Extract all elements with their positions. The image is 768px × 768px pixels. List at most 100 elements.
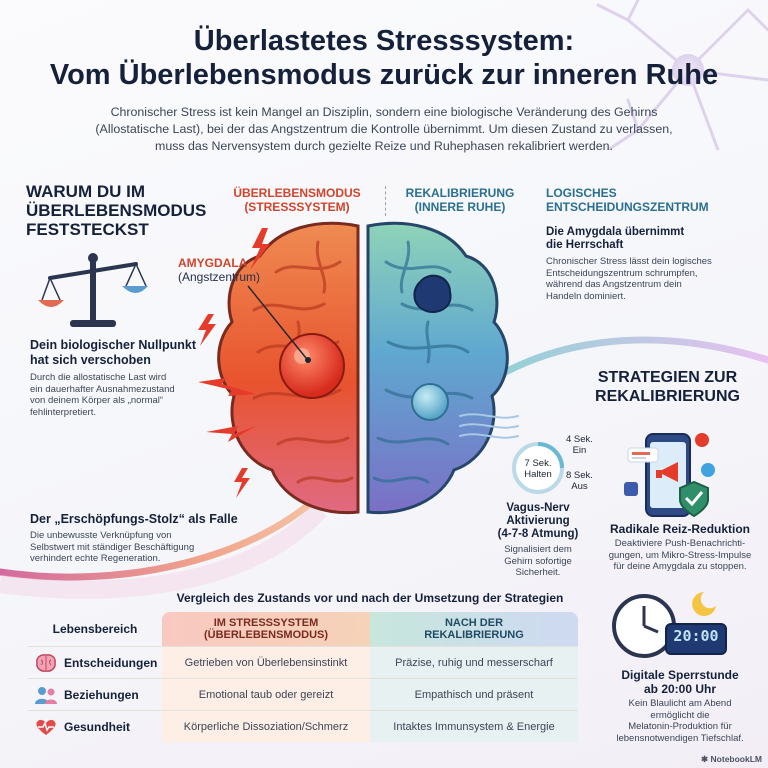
inhale-line: Ein	[572, 445, 587, 456]
point-title: Der „Erschöpfungs-Stolz“ als Falle	[30, 512, 238, 526]
breathing-ring-icon	[512, 442, 564, 494]
title-line: Vom Überlebensmodus zurück zur inneren R…	[49, 59, 719, 91]
stress-mode-label: ÜBERLEBENSMODUS (STRESSSYSTEM)	[232, 186, 362, 214]
column-header-area: Lebensbereich	[52, 622, 138, 636]
label-line: ENTSCHEIDUNGSZENTRUM	[546, 200, 709, 214]
text-line: Selbstwert mit ständiger Beschäftigung	[30, 541, 195, 553]
title-line: ab 20:00 Uhr	[643, 682, 717, 696]
hold-line: 7 Sek.	[524, 458, 552, 469]
table-row: Beziehungen Emotional taub oder gereizt …	[28, 678, 578, 710]
left-section-heading: WARUM DU IM ÜBERLEBENSMODUS FESTSTECKST	[26, 182, 226, 239]
text-line: Chronischer Stress lässt dein logisches	[546, 256, 712, 267]
text-line: Kein Blaulicht am Abend	[628, 698, 732, 709]
label-line: ÜBERLEBENSMODUS	[233, 186, 361, 200]
text-line: ermöglicht die	[650, 709, 710, 721]
exhale-line: Aus	[571, 481, 588, 492]
title-line: die Herrschaft	[546, 239, 624, 251]
text-line: von deinem Körper als „normal“	[30, 395, 164, 406]
after-cell: Empathisch und präsent	[370, 679, 578, 710]
brain-illustration	[198, 221, 519, 515]
after-cell: Präzise, ruhig und messerscharf	[370, 647, 578, 678]
header-line: (ÜBERLEBENSMODUS)	[203, 629, 329, 641]
heart-pulse-icon	[36, 719, 56, 735]
recalibration-label: REKALIBRIERUNG (INNERE RUHE)	[395, 186, 525, 214]
stress-cell: Getrieben von Überlebensinstinkt	[162, 647, 370, 678]
intro-line: Chronischer Stress ist kein Mangel an Di…	[110, 105, 658, 119]
logic-title: Die Amygdala übernimmt die Herrschaft	[546, 226, 746, 252]
table-header-row: Lebensbereich IM STRESSSYSTEM (ÜBERLEBEN…	[28, 612, 578, 646]
curfew-illustration: 20:00	[612, 588, 734, 660]
text-line: gungen, um Mikro-Stress-Impulse	[608, 549, 752, 561]
vagus-title: Vagus-Nerv Aktivierung (4-7-8 Atmung)	[482, 502, 594, 541]
text-line: ein dauerhafter Ausnahmezustand	[30, 383, 175, 395]
page-title: Überlastetes Stresssystem: Vom Überleben…	[40, 24, 728, 92]
heading-line: WARUM DU IM	[26, 182, 145, 201]
point-erschoepfung: Der „Erschöpfungs-Stolz“ als Falle Die u…	[30, 512, 250, 565]
strategies-heading: STRATEGIEN ZUR REKALIBRIERUNG	[580, 368, 755, 406]
header-line: NACH DER	[444, 617, 504, 629]
stress-cell: Körperliche Dissoziation/Schmerz	[162, 711, 370, 742]
text-line: während das Angstzentrum dein	[546, 279, 682, 290]
comparison-table: Lebensbereich IM STRESSSYSTEM (ÜBERLEBEN…	[28, 612, 578, 742]
title-line: Aktivierung	[506, 515, 570, 527]
logic-center-label: LOGISCHES ENTSCHEIDUNGSZENTRUM	[546, 186, 726, 214]
column-header-after: NACH DER REKALIBRIERUNG	[370, 612, 578, 646]
label-line: (INNERE RUHE)	[414, 200, 506, 214]
row-area: Entscheidungen	[28, 653, 162, 673]
heading-line: REKALIBRIERUNG	[595, 388, 740, 405]
text-line: Gehirn sofortige	[504, 555, 572, 567]
intro-line: muss das Nervensystem durch gezielte Rei…	[155, 139, 613, 153]
digital-clock-display: 20:00	[673, 627, 719, 645]
header-line: REKALIBRIERUNG	[424, 629, 524, 641]
point-text: Die unbewusste Verknüpfung von Selbstwer…	[30, 530, 250, 565]
area-label: Beziehungen	[64, 687, 139, 702]
stress-cell: Emotional taub oder gereizt	[162, 679, 370, 710]
clock-icon	[612, 592, 727, 658]
text-line: verhindert echte Regeneration.	[30, 553, 161, 564]
vagus-text: Signalisiert dem Gehirn sofortige Sicher…	[484, 544, 592, 579]
text-line: fehlinterpretiert.	[30, 406, 97, 418]
column-header-stress: IM STRESSSYSTEM (ÜBERLEBENSMODUS)	[162, 612, 370, 646]
text-line: Entscheidungszentrum schrumpfen,	[546, 267, 698, 279]
curfew-title: Digitale Sperrstunde ab 20:00 Uhr	[600, 668, 760, 696]
text-line: Handeln dominiert.	[546, 290, 626, 302]
smartphone-notifications-icon	[624, 433, 715, 518]
table-row: Gesundheit Körperliche Dissoziation/Schm…	[28, 710, 578, 742]
text-line: Die unbewusste Verknüpfung von	[30, 530, 172, 541]
neuron-illustration	[596, 0, 768, 150]
amygdala-subtitle: (Angstzentrum)	[178, 270, 261, 284]
label-line: (STRESSSYSTEM)	[244, 200, 350, 214]
title-line: Dein biologischer Nullpunkt	[30, 338, 196, 352]
text-line: lebensnotwendigen Tiefschlaf.	[616, 732, 744, 744]
point-text: Durch die allostatische Last wird ein da…	[30, 372, 230, 418]
stimulus-text: Deaktiviere Push-Benachrichti- gungen, u…	[600, 538, 760, 573]
text-line: Sicherheit.	[515, 567, 561, 578]
title-line: Digitale Sperrstunde	[621, 668, 739, 682]
row-area: Gesundheit	[28, 717, 162, 737]
hold-label: 7 Sek. Halten	[514, 458, 562, 480]
stimulus-title: Radikale Reiz-Reduktion	[609, 522, 751, 536]
brain-divider	[385, 186, 386, 216]
intro-line: (Allostatische Last), bei der das Angstz…	[95, 122, 673, 136]
amygdala-callout: AMYGDALA (Angstzentrum)	[178, 256, 298, 284]
hold-line: Halten	[524, 469, 552, 480]
point-title: Dein biologischer Nullpunkt hat sich ver…	[30, 338, 230, 368]
exhale-label: 8 Sek. Aus	[566, 470, 593, 492]
table-row: Entscheidungen Getrieben von Überlebensi…	[28, 646, 578, 678]
balance-scale-icon	[38, 253, 148, 327]
area-label: Entscheidungen	[64, 655, 158, 670]
heading-line: ÜBERLEBENSMODUS	[26, 201, 207, 220]
title-line: Überlastetes Stresssystem:	[193, 25, 575, 57]
title-line: Die Amygdala übernimmt	[546, 226, 685, 238]
title-line: hat sich verschoben	[30, 353, 151, 367]
area-label: Gesundheit	[64, 719, 131, 734]
brand-icon: ✱	[701, 754, 711, 764]
logic-center-text: Die Amygdala übernimmt die Herrschaft Ch…	[546, 226, 746, 302]
text-line: Durch die allostatische Last wird	[30, 372, 167, 383]
title-line: Vagus-Nerv	[506, 502, 570, 514]
intro-text: Chronischer Stress ist kein Mangel an Di…	[60, 104, 708, 155]
inhale-line: 4 Sek.	[566, 434, 593, 445]
point-nullpunkt: Dein biologischer Nullpunkt hat sich ver…	[30, 338, 230, 418]
header-line: IM STRESSSYSTEM	[213, 617, 319, 629]
text-line: Melatonin-Produktion für	[628, 721, 732, 732]
